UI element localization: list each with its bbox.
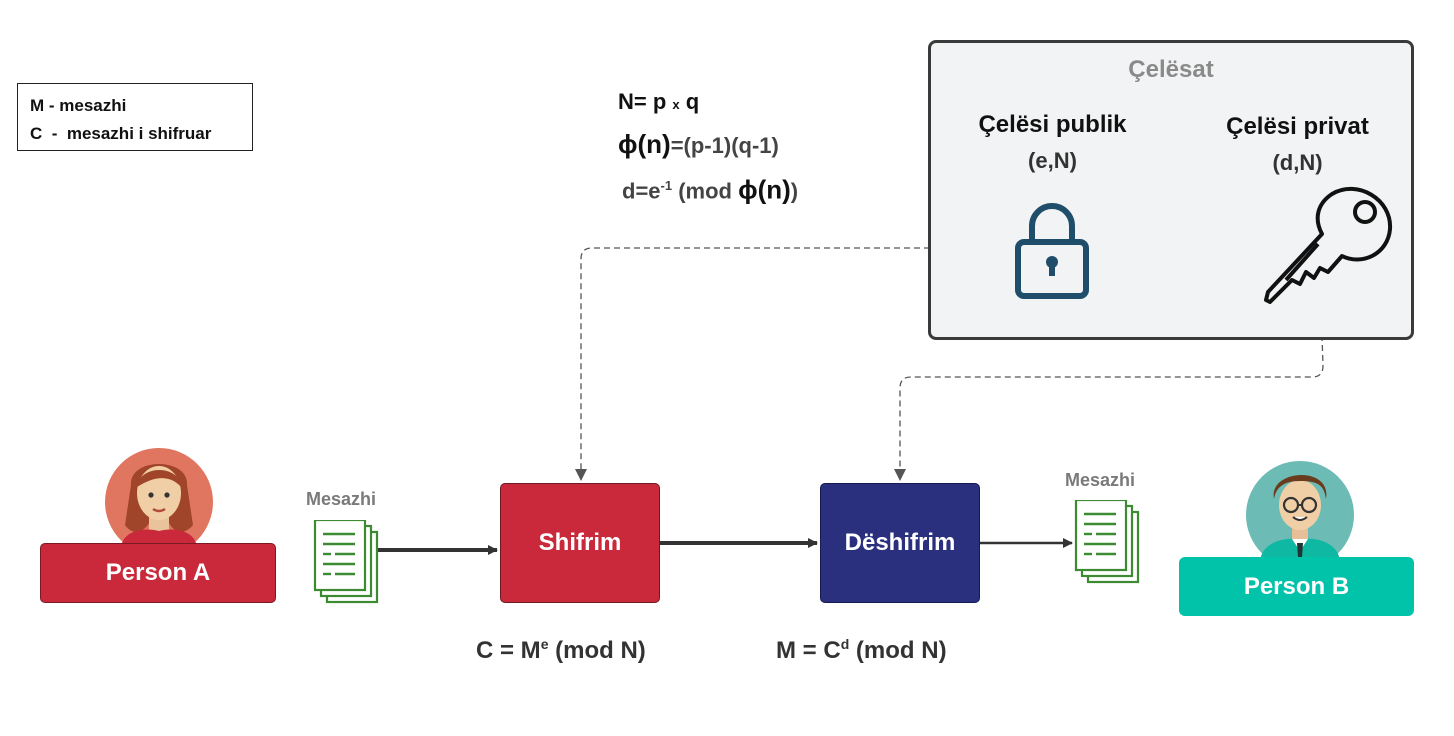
person-a-avatar: [105, 448, 213, 547]
public-key-name: Çelësi publik: [978, 111, 1127, 138]
formula-d-sup: -1: [660, 178, 673, 193]
formula-phi-left: ϕ(n): [618, 129, 671, 159]
keys-title: Çelësat: [1128, 56, 1214, 83]
decrypt-eq-end: (mod N): [849, 637, 947, 664]
formula-n-main: N= p: [618, 89, 673, 114]
formula-n-q: q: [679, 89, 700, 114]
encrypt-eq-main: C = M: [476, 637, 541, 664]
formula-d-phi: ϕ(n): [738, 174, 791, 205]
formula-d-left: d=e: [622, 178, 661, 204]
rsa-formulas: N= p x q ϕ(n)=(p-1)(q-1) d=e-1 (mod ϕ(n)…: [618, 86, 798, 212]
private-key-name: Çelësi privat: [1226, 113, 1369, 140]
encrypt-eq-sup: e: [540, 636, 549, 652]
padlock-icon: [1015, 203, 1089, 299]
decrypt-eq-sup: d: [840, 636, 850, 652]
message-in-label: Mesazhi: [306, 489, 377, 509]
message-out-label: Mesazhi: [1065, 470, 1136, 490]
formula-phi: ϕ(n)=(p-1)(q-1): [618, 128, 798, 170]
formula-n: N= p x q: [618, 86, 798, 128]
formula-phi-right: =(p-1)(q-1): [670, 133, 779, 158]
keys-panel: [928, 40, 1414, 340]
encrypt-equation: C = Me (mod N): [476, 636, 646, 665]
decrypt-eq-main: M = C: [776, 637, 841, 664]
decrypt-equation: M = Cd (mod N): [776, 636, 947, 665]
dashed-connector-public-key: [575, 247, 1030, 481]
document-icon-out: [1074, 500, 1140, 584]
formula-d: d=e-1 (mod ϕ(n)): [618, 170, 798, 212]
dashed-connector-private-key: [894, 274, 1324, 481]
person-b-box: Person B: [1179, 557, 1414, 616]
public-key-value: (e,N): [1028, 148, 1077, 173]
person-b-avatar: [1246, 461, 1354, 561]
deshifrim-box: Dëshifrim: [820, 483, 980, 603]
formula-n-times: x: [672, 97, 680, 112]
legend-box: M - mesazhi C - mesazhi i shifruar: [17, 83, 253, 151]
key-icon: [1264, 187, 1393, 304]
legend-line-c: C - mesazhi i shifruar: [30, 124, 212, 143]
person-a-box: Person A: [40, 543, 276, 603]
shifrim-box: Shifrim: [500, 483, 660, 603]
formula-d-end: ): [790, 178, 799, 204]
legend-line-m: M - mesazhi: [30, 96, 127, 115]
encrypt-eq-end: (mod N): [548, 637, 646, 664]
formula-d-mid: (mod: [672, 178, 739, 204]
private-key-value: (d,N): [1272, 150, 1323, 175]
document-icon-in: [313, 520, 379, 604]
